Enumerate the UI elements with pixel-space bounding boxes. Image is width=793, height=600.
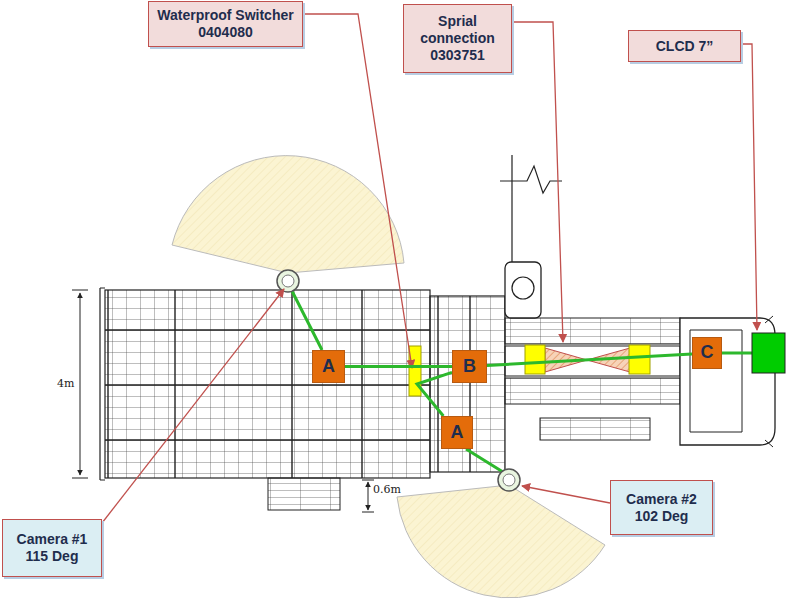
cable-connector (345, 365, 452, 368)
camera-lens (282, 275, 294, 287)
camera-view-fan (172, 156, 404, 273)
rear-rail (505, 378, 680, 404)
camera-view-fan (397, 485, 605, 598)
dimension-tick (72, 290, 374, 512)
leader-line (522, 486, 610, 503)
camera (277, 270, 299, 292)
unit-box: A (441, 416, 473, 449)
connector-block (525, 345, 545, 374)
leader-line (102, 289, 284, 523)
monitor (752, 333, 785, 373)
cable-connector (487, 354, 692, 366)
dimension-line (80, 293, 81, 475)
leader-line (741, 44, 757, 330)
connector-block (629, 345, 650, 374)
box-text: Camera #2 102 Deg (615, 491, 708, 525)
camera-wire (292, 291, 752, 472)
callout-box: Waterproof Switcher 0404080 (148, 1, 303, 47)
stairs (268, 478, 340, 510)
box-text: A (451, 422, 464, 444)
vehicle-deck (105, 290, 430, 478)
box-text: Waterproof Switcher 0404080 (153, 7, 298, 41)
mast-hub (512, 277, 534, 299)
leader-line (512, 22, 563, 342)
cable-connector (417, 372, 452, 416)
dimension-line (368, 482, 369, 510)
callout-box: CLCD 7” (628, 30, 741, 62)
box-text: A (322, 356, 335, 378)
box-text: Sprial connection 0303751 (408, 13, 507, 63)
mid-frame (430, 296, 505, 472)
callout-box: Camera #1 115 Deg (2, 519, 102, 577)
rear-rail (540, 418, 650, 440)
box-text: Camera #1 115 Deg (7, 531, 97, 565)
mast-base (505, 262, 541, 318)
deck-rail (100, 288, 105, 480)
dimension-label: 0.6m (372, 483, 402, 496)
leader-line (303, 14, 412, 368)
deck-frame (105, 290, 430, 478)
box-text: B (463, 356, 476, 378)
unit-box: C (692, 337, 722, 369)
unit-box: B (452, 350, 487, 383)
camera (498, 469, 520, 491)
dimension-label: 4m (56, 377, 75, 390)
rear-rail (505, 318, 680, 344)
box-text: C (701, 342, 714, 364)
box-text: CLCD 7” (656, 38, 714, 55)
camera-lens (503, 474, 515, 486)
callout-box: Sprial connection 0303751 (403, 4, 512, 73)
callout-box: Camera #2 102 Deg (610, 480, 713, 535)
antenna (500, 155, 562, 262)
unit-box: A (312, 350, 345, 383)
